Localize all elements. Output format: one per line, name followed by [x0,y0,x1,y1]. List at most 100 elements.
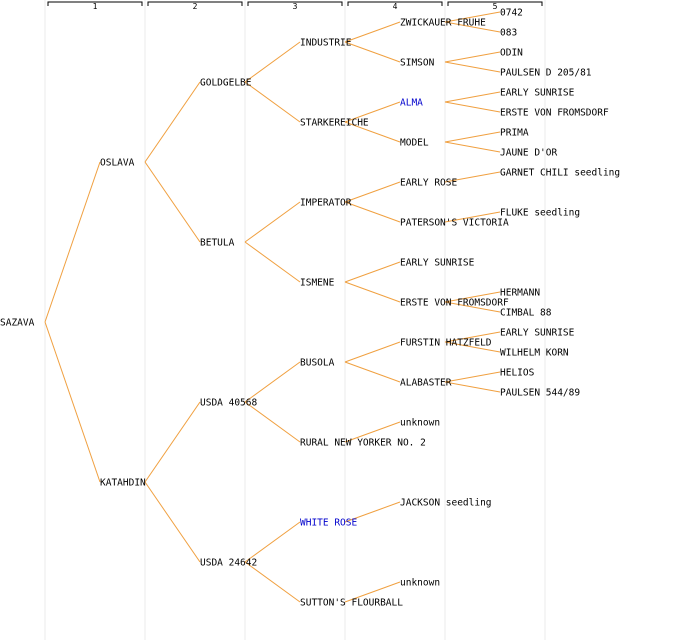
pedigree-labels: SAZAVA OSLAVA GOLDGELBE INDUSTRIE ZWICKAUER … [0,8,620,609]
variety-label: SUTTON'S FLOURBALL [300,598,403,609]
pedigree-edge [244,361,301,403]
generation-bracket [247,1,343,6]
pedigree-edge [444,51,501,63]
variety-label: FLUKE seedling [500,208,580,219]
generation-number: 5 [493,2,498,11]
variety-label: KATAHDIN [100,478,146,489]
pedigree-edge [444,91,501,103]
pedigree-edge [44,161,101,323]
pedigree-edge [344,261,401,283]
pedigree-edge [44,321,101,483]
variety-label: CIMBAL 88 [500,308,552,319]
generation-number: 2 [193,2,198,11]
variety-label: IMPERATOR [300,198,352,209]
pedigree-edge [444,11,501,23]
variety-label: GARNET CHILI seedling [500,168,620,179]
variety-label: HELIOS [500,368,535,379]
variety-label: PRIMA [500,128,529,139]
variety-label: ALABASTER [400,378,452,389]
variety-label: SAZAVA [0,318,35,329]
variety-label: GOLDGELBE [200,78,252,89]
variety-label: RURAL NEW YORKER NO. 2 [300,438,426,449]
variety-link[interactable]: WHITE ROSE [300,518,357,529]
generation-bracket [447,1,543,6]
pedigree-edge [344,181,401,203]
pedigree-edge [344,121,401,143]
pedigree-edge [444,61,501,73]
variety-label: unknown [400,418,440,429]
pedigree-edge [244,401,301,443]
variety-label: HERMANN [500,288,540,299]
pedigree-edge [344,421,401,443]
variety-link[interactable]: ALMA [400,98,423,109]
variety-label: INDUSTRIE [300,38,352,49]
variety-label: ZWICKAUER FRUHE [400,18,486,29]
variety-label: PAULSEN D 205/81 [500,68,592,79]
variety-label: PATERSON'S VICTORIA [400,218,509,229]
generation-columns [44,0,546,640]
pedigree-edge [444,131,501,143]
generation-number: 3 [293,2,298,11]
variety-label: OSLAVA [100,158,135,169]
pedigree-edge [444,301,501,313]
variety-label: ODIN [500,48,523,59]
pedigree-edge [344,341,401,363]
variety-label: JAUNE D'OR [500,148,557,159]
pedigree-edge [444,291,501,303]
variety-label: ERSTE VON FROMSDORF [400,298,509,309]
pedigree-edge [444,141,501,153]
pedigree-edges [44,11,501,603]
pedigree-edge [344,581,401,603]
pedigree-edge [144,81,201,163]
pedigree-edge [444,101,501,113]
generation-number: 4 [393,2,398,11]
pedigree-edge [344,41,401,63]
pedigree-edge [444,211,501,223]
variety-label: 0742 [500,8,523,19]
variety-label: ERSTE VON FROMSDORF [500,108,609,119]
pedigree-edge [144,481,201,563]
pedigree-edge [344,21,401,43]
pedigree-edge [244,201,301,243]
variety-label: unknown [400,578,440,589]
pedigree-edge [244,41,301,83]
pedigree-edge [144,161,201,243]
variety-label: STARKEREICHE [300,118,369,129]
variety-label: PAULSEN 544/89 [500,388,580,399]
generation-bracket [347,1,443,6]
variety-label: EARLY SUNRISE [500,328,575,339]
variety-label: WILHELM KORN [500,348,569,359]
pedigree-edge [444,341,501,353]
variety-label: 083 [500,28,517,39]
variety-label: FURSTIN HATZFELD [400,338,492,349]
pedigree-edge [444,331,501,343]
pedigree-edge [344,501,401,523]
variety-label: USDA 40568 [200,398,257,409]
variety-label: EARLY ROSE [400,178,457,189]
variety-label: JACKSON seedling [400,498,492,509]
pedigree-edge [444,21,501,33]
pedigree-edge [244,81,301,123]
pedigree-edge [344,361,401,383]
variety-label: MODEL [400,138,429,149]
pedigree-edge [344,101,401,123]
pedigree-edge [344,201,401,223]
variety-label: BUSOLA [300,358,335,369]
generation-bracket [47,1,143,6]
variety-label: EARLY SUNRISE [400,258,475,269]
pedigree-edge [444,381,501,393]
variety-label: USDA 24642 [200,558,257,569]
generation-header: 1 2 3 4 5 [47,1,543,11]
pedigree-edge [344,281,401,303]
pedigree-edge [444,371,501,383]
pedigree-edge [144,401,201,483]
variety-label: ISMENE [300,278,335,289]
pedigree-edge [244,241,301,283]
pedigree-edge [244,521,301,563]
variety-label: SIMSON [400,58,435,69]
pedigree-edge [444,171,501,183]
generation-bracket [147,1,243,6]
pedigree-edge [244,561,301,603]
generation-number: 1 [93,2,98,11]
